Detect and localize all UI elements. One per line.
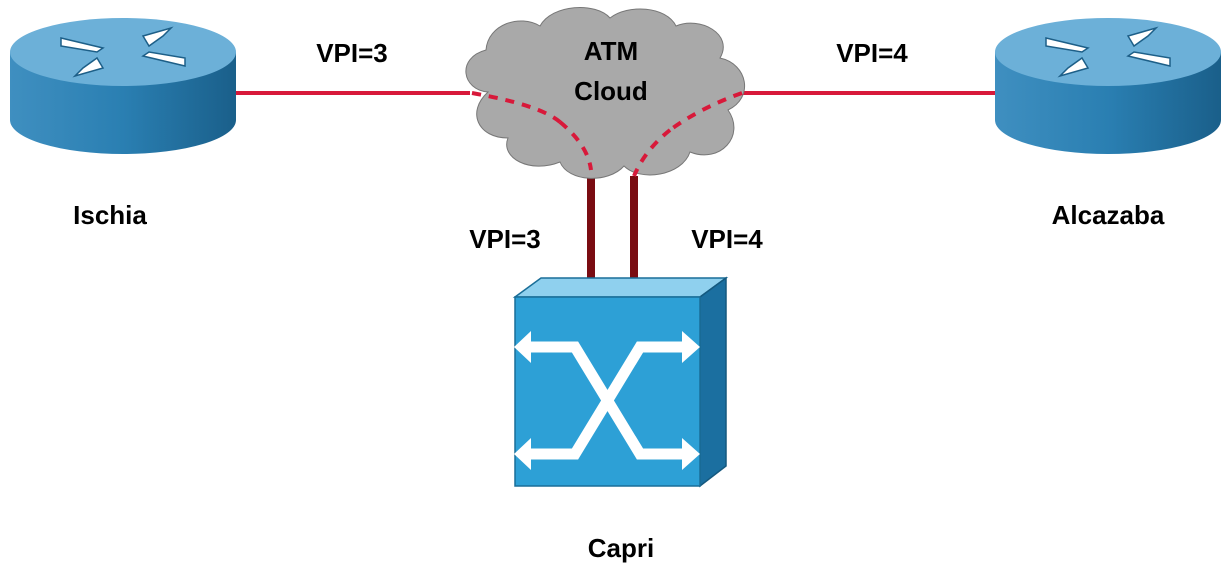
link-label-capri-vpi3: VPI=3: [469, 224, 541, 254]
virtual-path-vpi4-in: [668, 91, 743, 132]
router-icon: [10, 18, 236, 154]
link-label-cloud-alcazaba: VPI=4: [836, 38, 908, 68]
link-label-capri-vpi4: VPI=4: [691, 224, 763, 254]
cloud-label-line2: Cloud: [574, 76, 648, 106]
virtual-path-vpi3-in: [471, 91, 562, 124]
cloud-label-line1: ATM: [584, 36, 638, 66]
node-label-capri: Capri: [588, 533, 654, 563]
node-label-alcazaba: Alcazaba: [1052, 200, 1165, 230]
atm-switch-icon: [512, 276, 729, 488]
link-label-ischia-cloud: VPI=3: [316, 38, 388, 68]
router-icon: [995, 18, 1221, 154]
cloud-icon: [465, 7, 745, 179]
virtual-path-vpi4-down: [632, 128, 672, 177]
virtual-path-vpi3-down: [558, 120, 593, 171]
node-label-ischia: Ischia: [73, 200, 147, 230]
